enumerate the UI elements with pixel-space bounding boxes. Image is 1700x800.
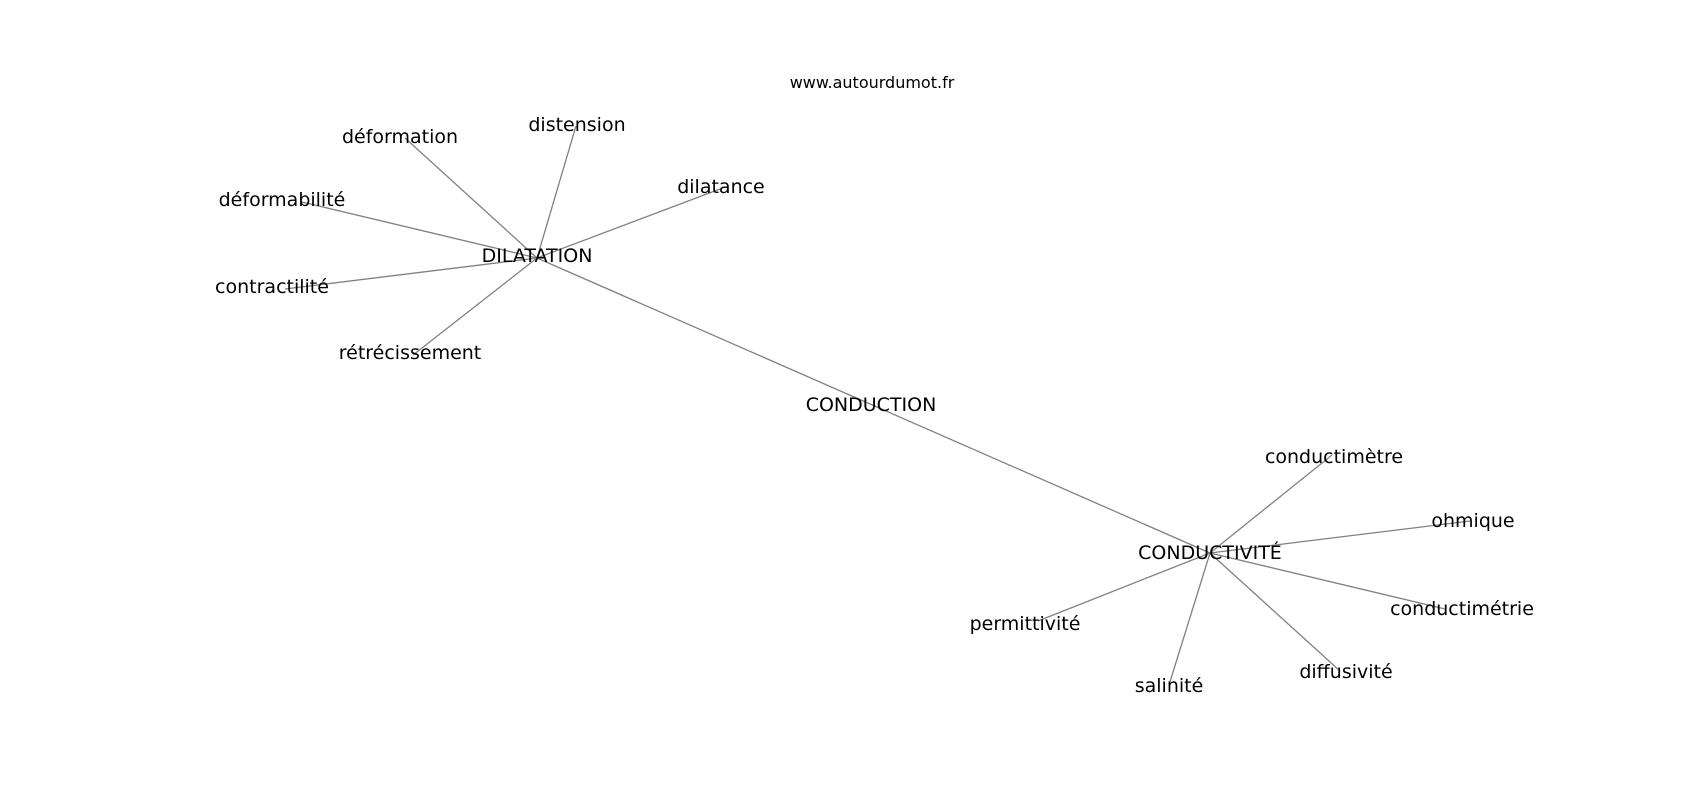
node-conductimetre[interactable]: conductimètre bbox=[1265, 446, 1403, 468]
edge-dilatation-distension bbox=[536, 125, 577, 259]
node-distension[interactable]: distension bbox=[528, 114, 625, 136]
edge-conductivite-conductimetre bbox=[1209, 454, 1333, 554]
node-diffusivite[interactable]: diffusivité bbox=[1299, 661, 1392, 683]
edge-dilatation-deformabilite bbox=[301, 201, 538, 259]
edge-dilatation-dilatance bbox=[536, 188, 721, 259]
node-hub-conductivite[interactable]: CONDUCTIVITÉ bbox=[1138, 541, 1282, 564]
edge-dilatation-deformation bbox=[404, 137, 538, 259]
edge-dilatation-retrecissement bbox=[412, 257, 538, 356]
edge-dilatation-conductivite bbox=[536, 257, 1211, 554]
node-permittivite[interactable]: permittivité bbox=[970, 613, 1081, 635]
node-deformabilite[interactable]: déformabilité bbox=[219, 189, 346, 211]
edge-conductivite-diffusivite bbox=[1209, 552, 1341, 672]
node-deformation[interactable]: déformation bbox=[342, 126, 458, 148]
node-hub-dilatation[interactable]: DILATATION bbox=[482, 245, 593, 267]
edge-conductivite-ohmique bbox=[1209, 520, 1471, 554]
node-salinite[interactable]: salinité bbox=[1135, 675, 1204, 697]
node-center-conduction[interactable]: CONDUCTION bbox=[806, 394, 937, 416]
edge-conductivite-salinite bbox=[1168, 552, 1211, 686]
node-dilatance[interactable]: dilatance bbox=[677, 176, 765, 198]
edge-conductivite-permittivite bbox=[1037, 552, 1211, 622]
node-contractilite[interactable]: contractilité bbox=[215, 276, 329, 298]
node-ohmique[interactable]: ohmique bbox=[1431, 510, 1514, 532]
edge-conductivite-conductimetrie bbox=[1209, 552, 1446, 610]
source-watermark: www.autourdumot.fr bbox=[790, 73, 955, 92]
node-conductimetrie[interactable]: conductimétrie bbox=[1390, 598, 1534, 620]
edge-dilatation-contractilite bbox=[284, 257, 538, 290]
node-retrecissement[interactable]: rétrécissement bbox=[339, 342, 482, 364]
